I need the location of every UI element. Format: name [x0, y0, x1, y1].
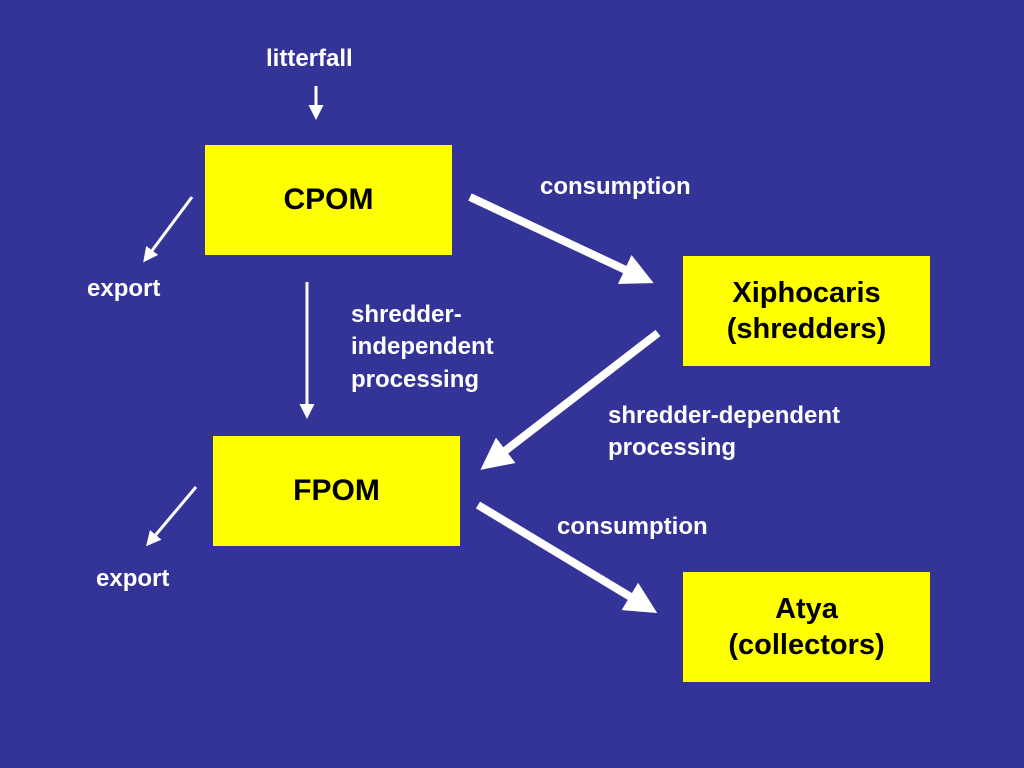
shredder-dependent-line1: shredder-dependent	[608, 402, 841, 429]
atya-label: Atya	[775, 592, 838, 625]
xiphocaris-label: Xiphocaris	[732, 276, 881, 309]
export-arrow-bottom	[146, 486, 198, 547]
consumption-arrow-top	[468, 193, 654, 284]
cpom-box: CPOM	[205, 145, 452, 255]
xiphocaris-box: Xiphocaris (shredders)	[683, 256, 930, 366]
consumption-label-bottom: consumption	[557, 513, 708, 540]
shredder-dependent-label: shredder-dependent processing	[608, 400, 840, 465]
shredder-independent-label: shredder- independent processing	[351, 299, 494, 396]
shredder-independent-line2: independent	[351, 333, 494, 361]
shredder-independent-line1: shredder-	[351, 301, 462, 328]
export-arrow-top	[143, 196, 194, 263]
shredder-independent-line3: processing	[351, 365, 480, 393]
litterfall-label: litterfall	[266, 45, 353, 72]
export-label-bottom: export	[96, 565, 170, 592]
atya-box: Atya (collectors)	[683, 572, 930, 682]
fpom-box: FPOM	[213, 436, 460, 546]
shredder-dependent-arrow	[480, 329, 661, 470]
shredder-dependent-line2: processing	[608, 434, 737, 462]
consumption-arrow-bottom	[475, 501, 658, 613]
consumption-label-top: consumption	[540, 173, 691, 200]
export-label-top: export	[87, 275, 161, 302]
xiphocaris-role: (shredders)	[726, 313, 887, 345]
atya-role: (collectors)	[728, 629, 885, 661]
fpom-label: FPOM	[293, 474, 380, 508]
cpom-label: CPOM	[283, 183, 374, 217]
